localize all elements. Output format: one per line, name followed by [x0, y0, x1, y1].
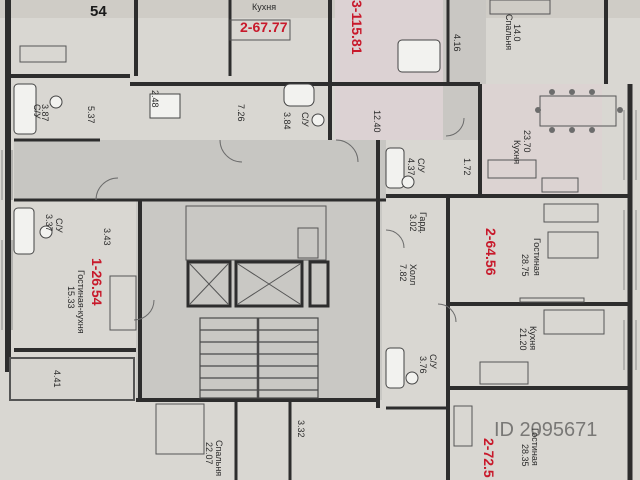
- room-area-537: 5.37: [86, 106, 96, 124]
- room-balcony-area: 4.41: [52, 370, 62, 388]
- room-hall-area: 7.82: [398, 264, 408, 282]
- room-living-kitchen: Гостиная-кухня: [76, 270, 86, 334]
- room-bedroom-bottom-area: 22.07: [204, 442, 214, 465]
- room-bedroom-top: Спальня: [504, 14, 514, 50]
- room-bedroom-bottom: Спальня: [214, 440, 224, 476]
- room-cu-1-area: 3.87: [40, 104, 50, 122]
- room-living-kitchen-area: 15.33: [66, 286, 76, 309]
- room-kitchen-right-area: 23.70: [522, 130, 532, 153]
- apartment-label-1-26: 1-26.54: [89, 258, 105, 306]
- apartment-label-54: 54: [90, 3, 107, 20]
- room-cu-1: С/У: [32, 104, 42, 119]
- apartment-label-3-115: 3-115.81: [349, 0, 365, 55]
- room-living-2: Гостиная: [530, 428, 540, 466]
- room-hall: Холл: [408, 264, 418, 285]
- room-area-343: 3.43: [102, 228, 112, 246]
- room-kitchen-top: Кухня: [252, 2, 276, 12]
- room-cu-4-area: 3.37: [44, 214, 54, 232]
- room-cu-3-area: 4.37: [406, 158, 416, 176]
- room-kitchen-right: Кухня: [512, 140, 522, 164]
- room-living-2-area: 28.35: [520, 444, 530, 467]
- apartment-label-2-67: 2-67.77: [240, 19, 288, 35]
- room-area-1240: 12.40: [372, 110, 382, 133]
- room-area-726: 7.26: [236, 104, 246, 122]
- room-cu-2-area: 3.84: [282, 112, 292, 130]
- room-area-332: 3.32: [296, 420, 306, 438]
- apartment-label-2-64: 2-64.56: [483, 228, 499, 276]
- room-cu-2: С/У: [300, 112, 310, 127]
- room-cu-3: С/У: [416, 158, 426, 173]
- watermark: ID 2095671: [494, 419, 597, 441]
- room-gard-area: 3.02: [408, 214, 418, 232]
- room-kitchen-3-area: 21.20: [518, 328, 528, 351]
- room-cu-5: С/У: [428, 354, 438, 369]
- room-cu-5-area: 3.76: [418, 356, 428, 374]
- room-bedroom-top-area: 14.0: [512, 24, 522, 42]
- room-area-416: 4.16: [452, 34, 462, 52]
- room-area-172: 1.72: [462, 158, 472, 176]
- apartment-label-2-72: 2-72.5: [481, 438, 497, 478]
- room-area-248: 2.48: [150, 90, 160, 108]
- room-gard: Гард.: [418, 212, 428, 234]
- room-living-1: Гостиная: [532, 238, 542, 276]
- room-kitchen-3: Кухня: [528, 326, 538, 350]
- room-cu-4: С/У: [54, 218, 64, 233]
- room-living-1-area: 28.75: [520, 254, 530, 277]
